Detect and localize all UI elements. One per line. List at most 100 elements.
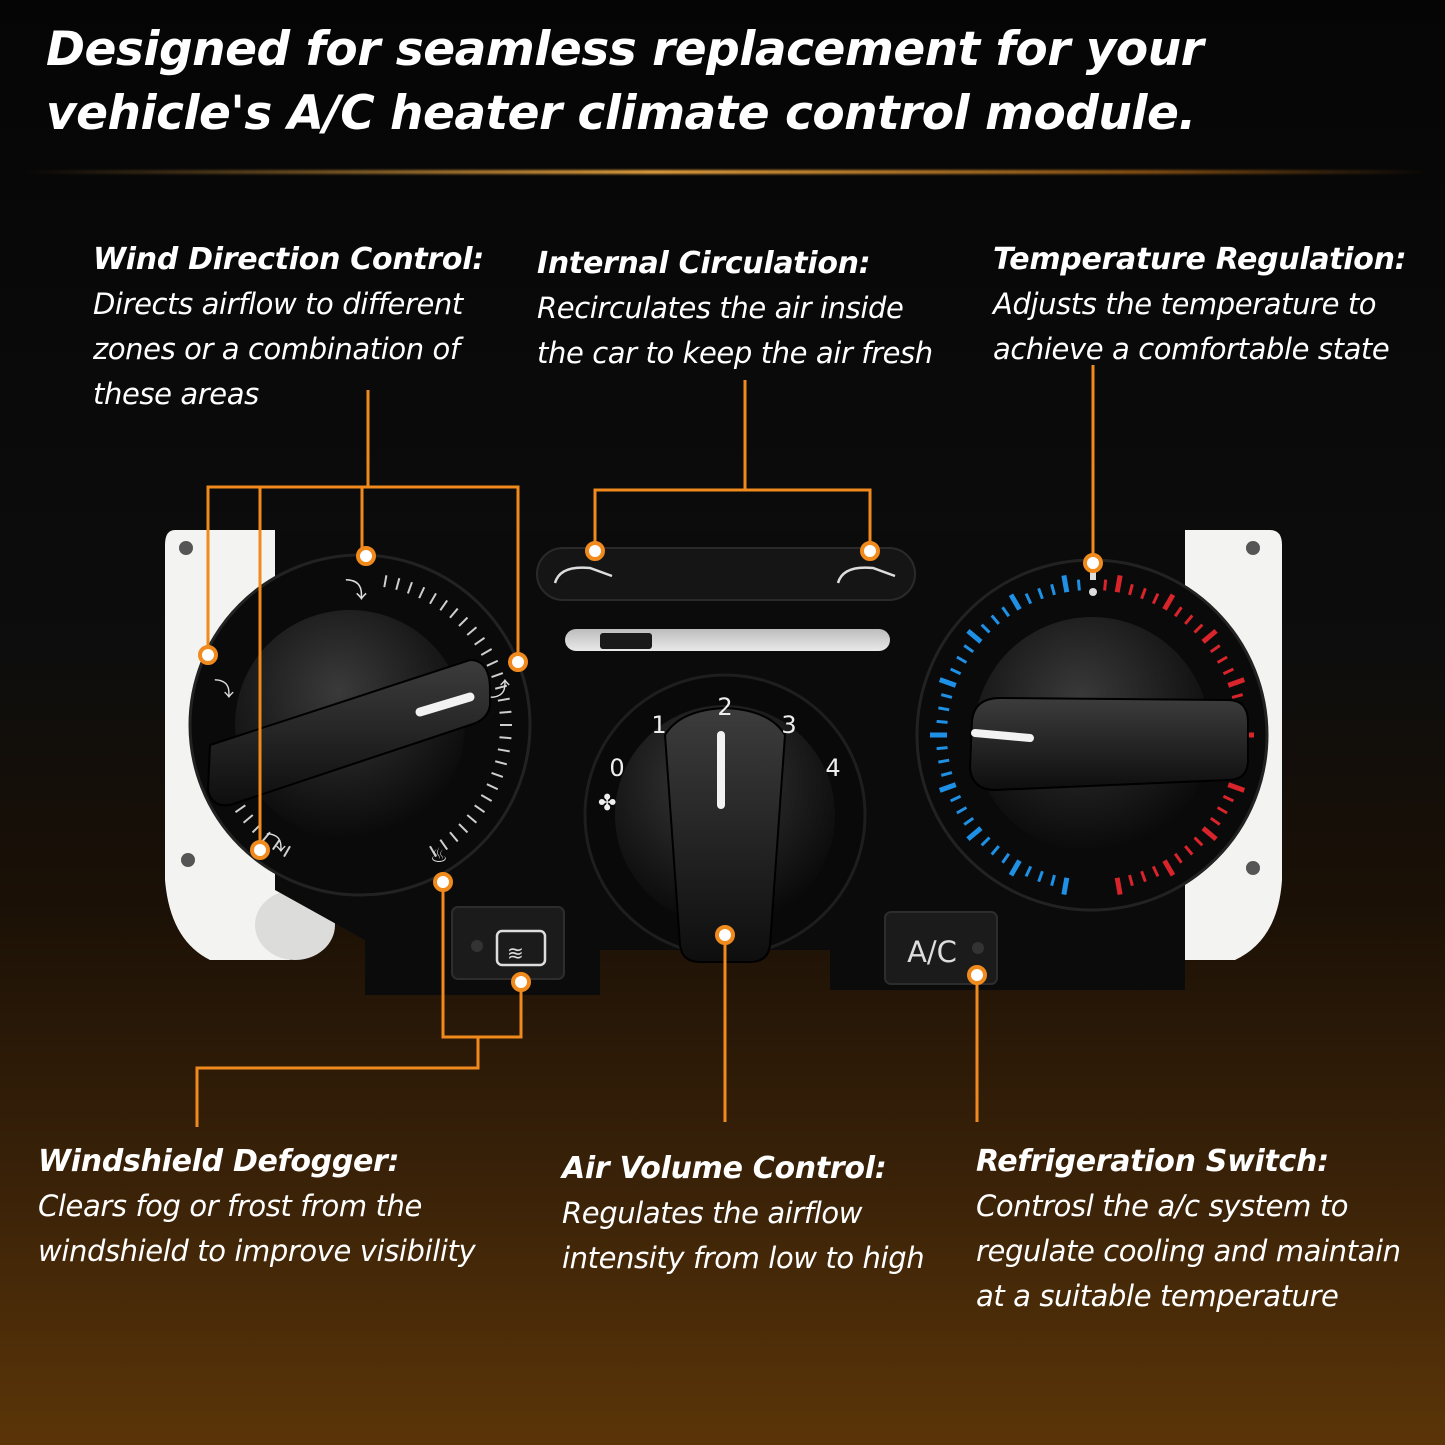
dial-tick [938, 782, 957, 793]
dial-tick [1001, 852, 1011, 864]
defrost-icon: ♨ [430, 843, 448, 867]
callout-line: zones or a combination of [93, 332, 460, 366]
dial-tick [1193, 836, 1204, 847]
dial-tick [936, 719, 948, 724]
dial-tick [1184, 845, 1194, 856]
dial-tick [418, 586, 426, 599]
callout-wind-direction: Wind Direction Control: Directs airflow … [93, 238, 484, 417]
dial-tick [474, 804, 486, 814]
dial-tick [499, 710, 512, 714]
dial-tick [980, 836, 991, 847]
callout-windshield-defogger: Windshield Defogger: Clears fog or frost… [38, 1140, 476, 1274]
dial-tick [1024, 865, 1033, 878]
dial-tick [1140, 870, 1147, 883]
dial-tick [1076, 579, 1081, 591]
dial-tick [1209, 644, 1221, 654]
dial-tick [1061, 877, 1070, 895]
dial-tick [1114, 575, 1123, 593]
fan-speed-0: 0 [609, 754, 624, 782]
callout-line: the car to keep the air fresh [537, 336, 933, 370]
fresh-air-icon [553, 566, 613, 584]
dial-tick [449, 831, 459, 843]
dial-tick [486, 659, 499, 667]
rear-defrost-button: ≋ [451, 906, 565, 980]
callout-title: Wind Direction Control: [93, 242, 484, 277]
callout-line: windshield to improve visibility [38, 1234, 476, 1268]
dial-tick [1222, 667, 1235, 676]
callout-internal-circulation: Internal Circulation: Recirculates the a… [537, 242, 933, 376]
callout-air-volume: Air Volume Control: Regulates the airflo… [562, 1147, 925, 1281]
callout-line: achieve a comfortable state [993, 332, 1390, 366]
dial-tick [1128, 583, 1134, 596]
dial-tick [1061, 575, 1070, 593]
dial-tick [963, 644, 975, 654]
callout-line: Controsl the a/c system to [976, 1189, 1349, 1223]
fan-icon: ✤ [598, 791, 616, 816]
dial-tick [1173, 852, 1183, 864]
dial-tick [429, 592, 437, 605]
callout-line: Directs airflow to different [93, 287, 463, 321]
wind-direction-dial: ⤵ ⤴ ♨ ⤵ ⤵ [188, 553, 532, 897]
dial-tick [1216, 655, 1228, 664]
dial-tick [1216, 806, 1228, 815]
dial-tick [406, 581, 413, 594]
dial-tick [1222, 794, 1235, 803]
dial-tick [234, 804, 246, 814]
ac-button-label: A/C [907, 935, 957, 969]
dial-tick [990, 614, 1000, 625]
dial-tick [458, 823, 469, 834]
dial-tick [936, 746, 948, 751]
dial-tick [940, 771, 953, 777]
dial-tick [1201, 628, 1218, 644]
dial-tick [1231, 693, 1244, 699]
dial-tick [949, 794, 962, 803]
dial-tick [1114, 877, 1123, 895]
dial-tick [1024, 592, 1033, 605]
dial-tick [1162, 593, 1176, 611]
ac-button: A/C [884, 911, 998, 985]
callout-line: Regulates the airflow [562, 1196, 863, 1230]
headline: Designed for seamless replacement for yo… [46, 22, 1204, 141]
dial-tick [956, 806, 968, 815]
dial-tick [494, 684, 508, 690]
dial-tick [497, 748, 510, 753]
dial-tick [474, 636, 486, 646]
dial-tick [938, 758, 950, 764]
dial-tick [1128, 874, 1134, 887]
dial-tick [1193, 623, 1204, 634]
callout-line: at a suitable temperature [976, 1279, 1339, 1313]
dial-tick [1050, 583, 1056, 596]
callout-dots [198, 541, 1103, 992]
dial-tick [1184, 614, 1194, 625]
dial-tick [499, 736, 512, 740]
dial-tick [949, 667, 962, 676]
dial-tick [491, 672, 504, 679]
callout-line: intensity from low to high [562, 1241, 925, 1275]
dial-tick [466, 626, 478, 636]
dial-tick [480, 648, 493, 656]
dial-tick [1201, 826, 1218, 842]
dial-tick [466, 814, 478, 824]
callout-title: Temperature Regulation: [993, 242, 1407, 277]
callout-title: Air Volume Control: [562, 1151, 887, 1186]
dial-tick [1050, 874, 1056, 887]
dial-tick [980, 623, 991, 634]
dial-tick [1227, 677, 1246, 688]
rear-defrost-icon: ≋ [507, 941, 524, 965]
dial-tick [1037, 870, 1044, 883]
dial-tick [491, 771, 504, 778]
dial-tick [1151, 865, 1160, 878]
dial-tick [283, 845, 291, 858]
dial-tick [1162, 859, 1176, 877]
dial-tick [449, 607, 459, 619]
recirculation-icon [836, 566, 896, 584]
dial-tick [1151, 592, 1160, 605]
fan-speed-2: 2 [717, 693, 732, 721]
dial-tick [956, 655, 968, 664]
callout-line: Clears fog or frost from the [38, 1189, 422, 1223]
dial-tick [261, 831, 271, 843]
floor-vent-icon: ⤵ [266, 831, 286, 855]
dial-tick [1008, 859, 1022, 877]
fan-speed-3: 3 [781, 711, 796, 739]
dial-tick [1001, 606, 1011, 618]
